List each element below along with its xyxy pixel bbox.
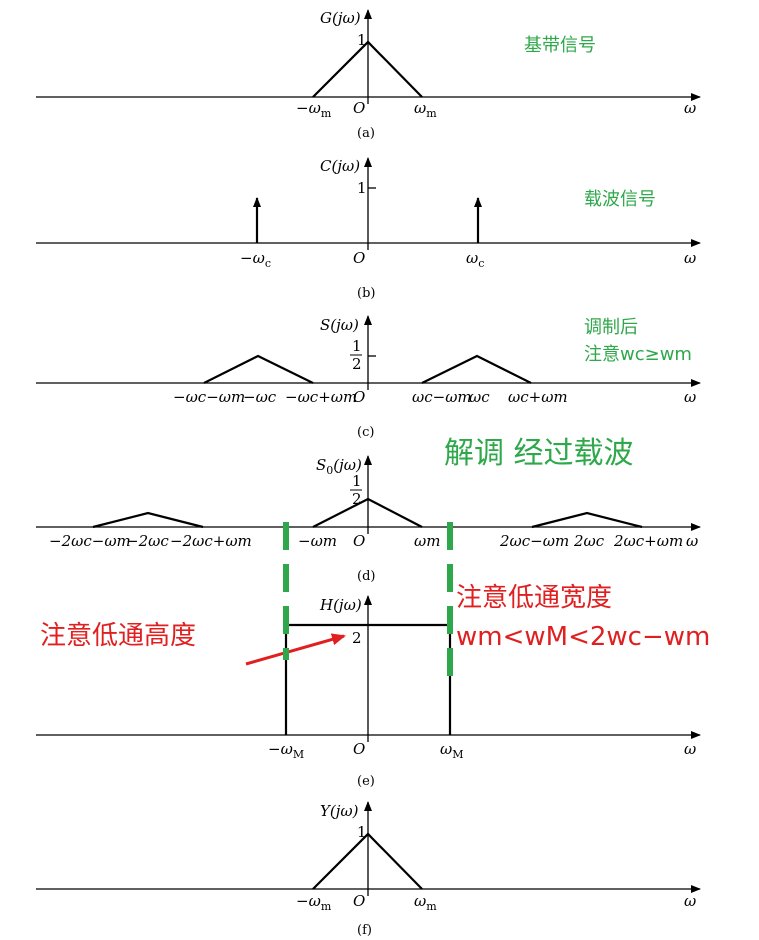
note-width-condition: wm<wM<2wc−wm bbox=[456, 622, 710, 652]
half-num: 1 bbox=[352, 472, 362, 490]
note-demodulation: 解调 经过载波 bbox=[444, 436, 634, 471]
panel-d: S0(jω) 1 2 O −2ωc−ωm −2ωc −2ωc+ωm −ωm ωm… bbox=[36, 436, 701, 584]
function-label: H(jω) bbox=[319, 596, 362, 614]
neg-cutoff-label: −ωM bbox=[268, 740, 304, 761]
origin-label: O bbox=[353, 249, 365, 267]
peak-tick: 1 bbox=[357, 31, 367, 49]
origin-label: O bbox=[353, 99, 365, 117]
height-tick: 2 bbox=[352, 629, 362, 647]
freq-label-5: ωc bbox=[469, 388, 490, 406]
pos-freq-label: ωm bbox=[414, 99, 437, 120]
lowpass-rectangle bbox=[284, 623, 452, 735]
note-baseband: 基带信号 bbox=[524, 35, 596, 56]
triangle-pos bbox=[421, 354, 532, 384]
function-label: Y(jω) bbox=[320, 802, 359, 820]
note-modulated: 调制后 bbox=[584, 317, 638, 338]
origin-label: O bbox=[353, 892, 365, 910]
freq-label-4: ωc−ωm bbox=[412, 388, 472, 406]
neg-freq-label: −ωm bbox=[296, 99, 332, 120]
half-den: 2 bbox=[352, 490, 362, 508]
triangle-spectrum bbox=[312, 40, 423, 98]
unit-tick-label: 1 bbox=[357, 179, 367, 197]
caption: (e) bbox=[357, 774, 375, 789]
panel-c: S(jω) 1 2 O −ωc−ωm −ωc −ωc+ωm ωc−ωm ωc ω… bbox=[36, 315, 701, 440]
triangle-center bbox=[312, 497, 423, 528]
caption: (c) bbox=[357, 425, 374, 440]
caption: (d) bbox=[357, 569, 375, 584]
origin-label: O bbox=[353, 532, 365, 550]
caption: (f) bbox=[357, 923, 372, 938]
caption: (a) bbox=[357, 126, 375, 141]
omega-axis-label: ω bbox=[684, 740, 696, 758]
panel-f: Y(jω) 1 O −ωm ωm ω (f) bbox=[36, 801, 701, 938]
freq-label-6: 2ωc−ωm bbox=[499, 532, 569, 550]
half-den: 2 bbox=[352, 355, 362, 373]
panel-b: C(jω) 1 O −ωc ωc ω (b) 载波信号 bbox=[36, 157, 701, 301]
triangle-far-neg bbox=[92, 511, 204, 529]
freq-label-2: −2ωc bbox=[126, 532, 169, 550]
origin-label: O bbox=[353, 388, 365, 406]
function-label: S(jω) bbox=[320, 316, 359, 334]
omega-axis-label: ω bbox=[684, 892, 696, 910]
note-lowpass-width: 注意低通宽度 bbox=[456, 583, 612, 613]
omega-axis-label: ω bbox=[684, 99, 696, 117]
neg-freq-label: −ωc bbox=[240, 249, 271, 270]
freq-label-6: ωc+ωm bbox=[508, 388, 568, 406]
pos-freq-label: ωm bbox=[414, 892, 437, 913]
freq-label-7: 2ωc bbox=[573, 532, 605, 550]
note-condition: 注意wc≥wm bbox=[584, 344, 692, 365]
note-lowpass-height: 注意低通高度 bbox=[40, 621, 196, 651]
function-label: G(jω) bbox=[320, 9, 361, 27]
freq-label-3: −ωc+ωm bbox=[285, 388, 357, 406]
omega-axis-label: ω bbox=[684, 388, 696, 406]
triangle-far-pos bbox=[531, 511, 643, 529]
freq-label-1: −2ωc−ωm bbox=[49, 532, 131, 550]
panel-e: H(jω) 2 O −ωM ωM ω (e) 注意低通高度 注意低通宽度 wm<… bbox=[36, 583, 710, 789]
function-label: C(jω) bbox=[320, 157, 360, 175]
omega-axis-label: ω bbox=[686, 532, 698, 550]
freq-label-1: −ωc−ωm bbox=[173, 388, 245, 406]
neg-freq-label: −ωm bbox=[296, 892, 332, 913]
freq-label-5: ωm bbox=[414, 532, 440, 550]
freq-label-2: −ωc bbox=[243, 388, 277, 406]
pos-freq-label: ωc bbox=[466, 249, 484, 270]
triangle-output bbox=[312, 832, 423, 890]
freq-label-4: −ωm bbox=[298, 532, 337, 550]
origin-label: O bbox=[353, 740, 365, 758]
red-pointer-arrow bbox=[245, 633, 346, 666]
caption: (b) bbox=[357, 286, 375, 301]
pos-cutoff-label: ωM bbox=[440, 740, 464, 761]
freq-label-8: 2ωc+ωm bbox=[613, 532, 683, 550]
peak-tick: 1 bbox=[357, 823, 367, 841]
note-carrier: 载波信号 bbox=[584, 189, 656, 210]
panel-a: G(jω) 1 O −ωm ωm ω (a) 基带信号 bbox=[36, 9, 701, 141]
triangle-neg bbox=[203, 354, 314, 384]
omega-axis-label: ω bbox=[684, 249, 696, 267]
freq-label-3: −2ωc+ωm bbox=[170, 532, 252, 550]
half-num: 1 bbox=[352, 337, 362, 355]
